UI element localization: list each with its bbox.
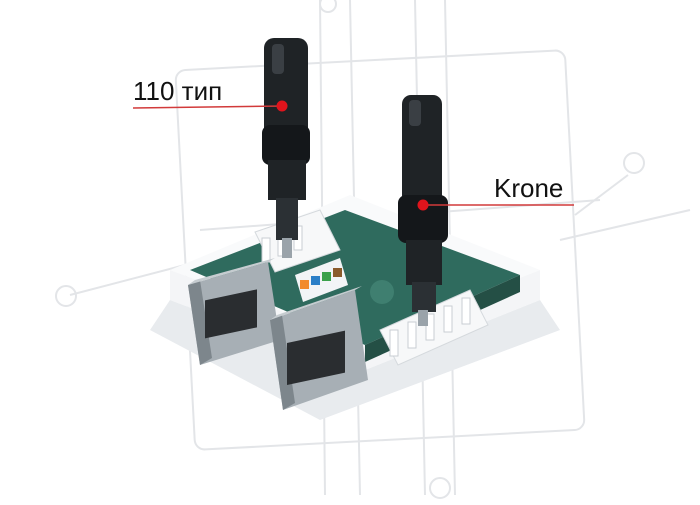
idc-terminal-right [379, 289, 489, 366]
rj45-jack-right [270, 286, 368, 410]
punch-tool-110 [262, 38, 310, 258]
marker-dot-110 [276, 100, 288, 112]
rj45-jack-left [188, 258, 280, 365]
marker-dot-krone [417, 199, 429, 211]
callout-label-110: 110 тип [133, 76, 223, 106]
color-code-label [295, 258, 348, 302]
punch-tool-krone [398, 95, 448, 326]
leader-line-110 [132, 105, 286, 109]
callout-label-krone: Krone [494, 173, 564, 203]
